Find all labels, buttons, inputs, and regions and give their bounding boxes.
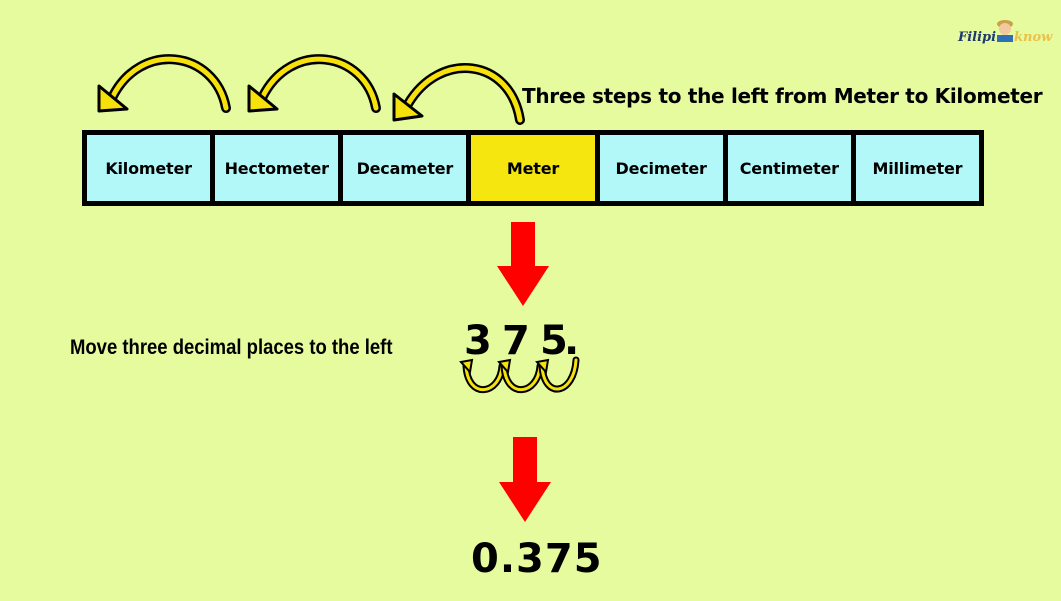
instruction-text: Move three decimal places to the left [70,336,393,359]
unit-hectometer: Hectometer [215,135,339,201]
digit-3: 3 [464,318,492,364]
unit-meter: Meter [471,135,595,201]
digit-5: 5 [540,318,568,364]
unit-decameter: Decameter [343,135,467,201]
curved-arrow-icon [247,54,381,113]
filipiknow-logo: Filipi know [956,18,1056,48]
down-arrow-icon [499,437,551,522]
digit-7: 7 [502,318,530,364]
heading: Three steps to the left from Meter to Ki… [522,84,1043,108]
unit-centimeter: Centimeter [727,135,851,201]
unit-millimeter: Millimeter [855,135,979,201]
logo-text-know: know [1014,30,1053,45]
unit-decimeter: Decimeter [599,135,723,201]
logo-text-filipi: Filipi [958,30,997,45]
curved-arrow-icon [97,54,231,113]
boy-reading-icon [997,20,1013,42]
metric-units-chart: Kilometer Hectometer Decameter Meter Dec… [82,130,984,206]
decimal-point: . [564,318,580,364]
result-value: 0.375 [471,536,603,582]
decimal-hop-arcs [459,356,580,394]
down-arrow-icon [497,222,549,306]
unit-kilometer: Kilometer [87,135,211,201]
curved-arrow-icon [392,63,525,125]
